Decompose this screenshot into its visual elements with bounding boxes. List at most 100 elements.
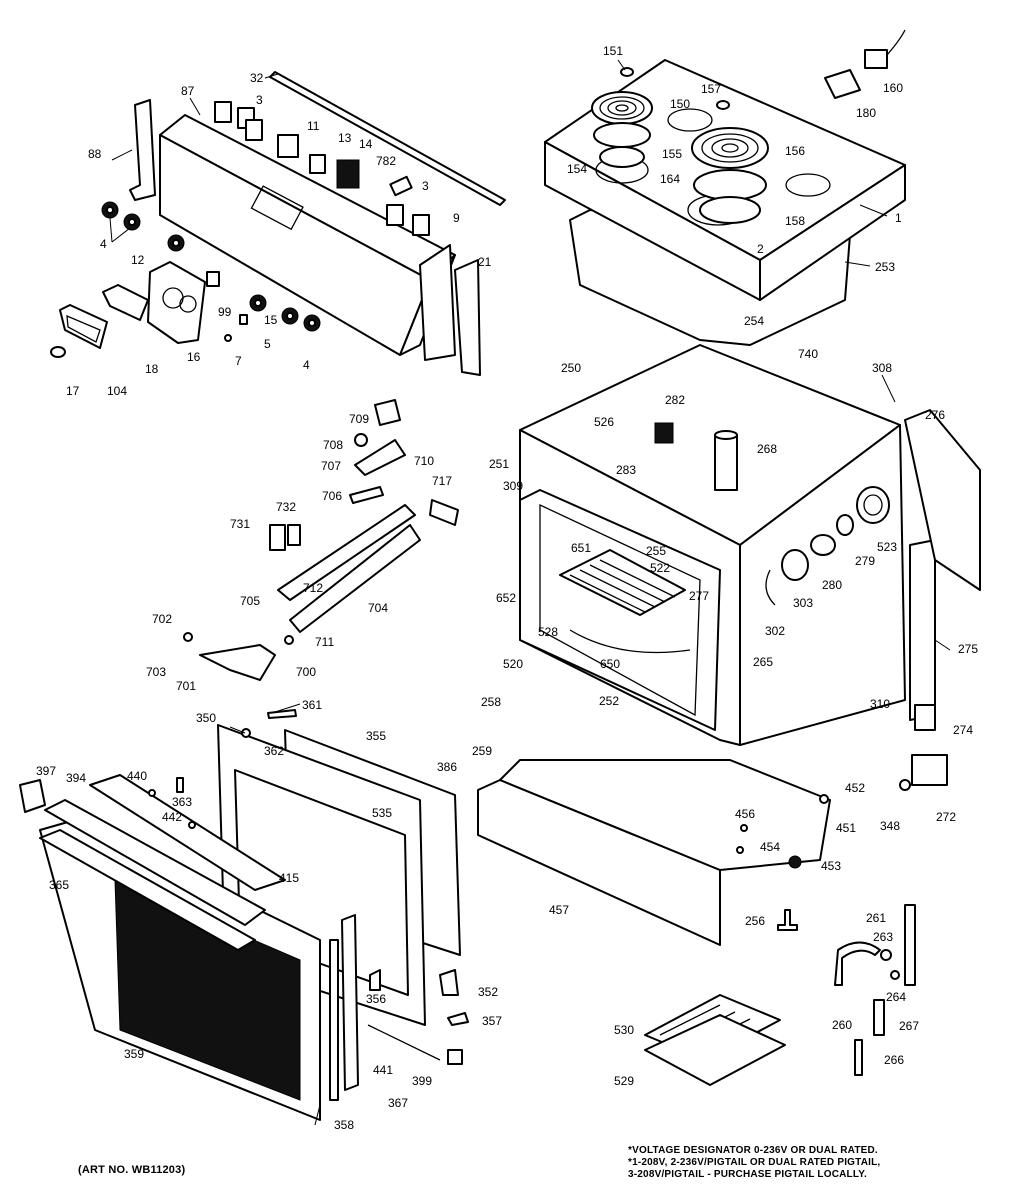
callout-label: 535 — [372, 806, 392, 820]
callout-label: 706 — [322, 489, 342, 503]
callout-label: 274 — [953, 723, 973, 737]
callout-label: 355 — [366, 729, 386, 743]
callout-label: 14 — [359, 137, 373, 151]
callout-label: 4 — [100, 237, 107, 251]
callout-label: 151 — [603, 44, 623, 58]
cooktop-group — [544, 29, 906, 346]
callout-label: 703 — [146, 665, 166, 679]
callout-label: 740 — [798, 347, 818, 361]
callout-label: 454 — [760, 840, 780, 854]
callout-label: 522 — [650, 561, 670, 575]
callout-label: 709 — [349, 412, 369, 426]
callout-label: 18 — [145, 362, 159, 376]
callout-label: 363 — [172, 795, 192, 809]
callout-label: 523 — [877, 540, 897, 554]
callout-label: 1 — [895, 211, 902, 225]
callout-label: 150 — [670, 97, 690, 111]
callout-label: 264 — [886, 990, 906, 1004]
callout-label: 21 — [478, 255, 492, 269]
callout-label: 442 — [162, 810, 182, 824]
callout-label: 2 — [757, 242, 764, 256]
callout-label: 256 — [745, 914, 765, 928]
callout-label: 386 — [437, 760, 457, 774]
callout-label: 711 — [315, 635, 334, 649]
callout-label: 282 — [665, 393, 685, 407]
callout-label: 732 — [276, 500, 296, 514]
callout-labels: 32 87 3 11 13 14 782 3 88 4 12 9 21 99 1… — [36, 44, 978, 1132]
callout-label: 15 — [264, 313, 278, 327]
door-latch-group — [183, 399, 459, 681]
callout-label: 362 — [264, 744, 284, 758]
callout-label: 275 — [958, 642, 978, 656]
callout-label: 350 — [196, 711, 216, 725]
callout-label: 276 — [925, 408, 945, 422]
control-panel-group — [50, 71, 506, 376]
callout-label: 526 — [594, 415, 614, 429]
callout-label: 365 — [49, 878, 69, 892]
callout-label: 352 — [478, 985, 498, 999]
callout-label: 731 — [230, 517, 250, 531]
callout-label: 279 — [855, 554, 875, 568]
callout-label: 309 — [503, 479, 523, 493]
callout-label: 251 — [489, 457, 509, 471]
leader-lines — [109, 59, 951, 1126]
callout-label: 457 — [549, 903, 569, 917]
callout-label: 253 — [875, 260, 895, 274]
callout-label: 16 — [187, 350, 201, 364]
callout-label: 155 — [662, 147, 682, 161]
callout-label: 651 — [571, 541, 591, 555]
callout-label: 394 — [66, 771, 86, 785]
callout-label: 356 — [366, 992, 386, 1006]
callout-label: 357 — [482, 1014, 502, 1028]
callout-label: 277 — [689, 589, 709, 603]
callout-label: 701 — [176, 679, 196, 693]
callout-label: 361 — [302, 698, 322, 712]
callout-label: 180 — [856, 106, 876, 120]
callout-label: 160 — [883, 81, 903, 95]
callout-label: 440 — [127, 769, 147, 783]
callout-label: 650 — [600, 657, 620, 671]
callout-label: 252 — [599, 694, 619, 708]
callout-label: 268 — [757, 442, 777, 456]
callout-label: 260 — [832, 1018, 852, 1032]
callout-label: 453 — [821, 859, 841, 873]
callout-label: 451 — [836, 821, 856, 835]
callout-label: 441 — [373, 1063, 393, 1077]
callout-label: 358 — [334, 1118, 354, 1132]
range-body-group — [477, 344, 981, 1086]
callout-label: 456 — [735, 807, 755, 821]
callout-label: 157 — [701, 82, 721, 96]
voltage-designator-note: *VOLTAGE DESIGNATOR 0-236V OR DUAL RATED… — [628, 1145, 881, 1180]
callout-label: 266 — [884, 1053, 904, 1067]
callout-label: 261 — [866, 911, 886, 925]
callout-label: 255 — [646, 544, 666, 558]
callout-label: 263 — [873, 930, 893, 944]
callout-label: 415 — [279, 871, 299, 885]
callout-label: 705 — [240, 594, 260, 608]
callout-label: 88 — [88, 147, 102, 161]
callout-label: 99 — [218, 305, 232, 319]
callout-label: 782 — [376, 154, 396, 168]
callout-label: 3 — [256, 93, 263, 107]
callout-label: 5 — [264, 337, 271, 351]
callout-label: 712 — [303, 581, 323, 595]
callout-label: 397 — [36, 764, 56, 778]
callout-label: 529 — [614, 1074, 634, 1088]
callout-label: 164 — [660, 172, 680, 186]
callout-label: 717 — [432, 474, 452, 488]
callout-label: 87 — [181, 84, 195, 98]
callout-label: 12 — [131, 253, 145, 267]
callout-label: 652 — [496, 591, 516, 605]
callout-label: 104 — [107, 384, 127, 398]
callout-label: 702 — [152, 612, 172, 626]
callout-label: 7 — [235, 354, 242, 368]
callout-label: 399 — [412, 1074, 432, 1088]
callout-label: 303 — [793, 596, 813, 610]
callout-label: 265 — [753, 655, 773, 669]
callout-label: 708 — [323, 438, 343, 452]
callout-label: 520 — [503, 657, 523, 671]
callout-label: 259 — [472, 744, 492, 758]
art-number-label: (ART NO. WB11203) — [78, 1164, 186, 1176]
callout-label: 17 — [66, 384, 80, 398]
callout-label: 4 — [303, 358, 310, 372]
